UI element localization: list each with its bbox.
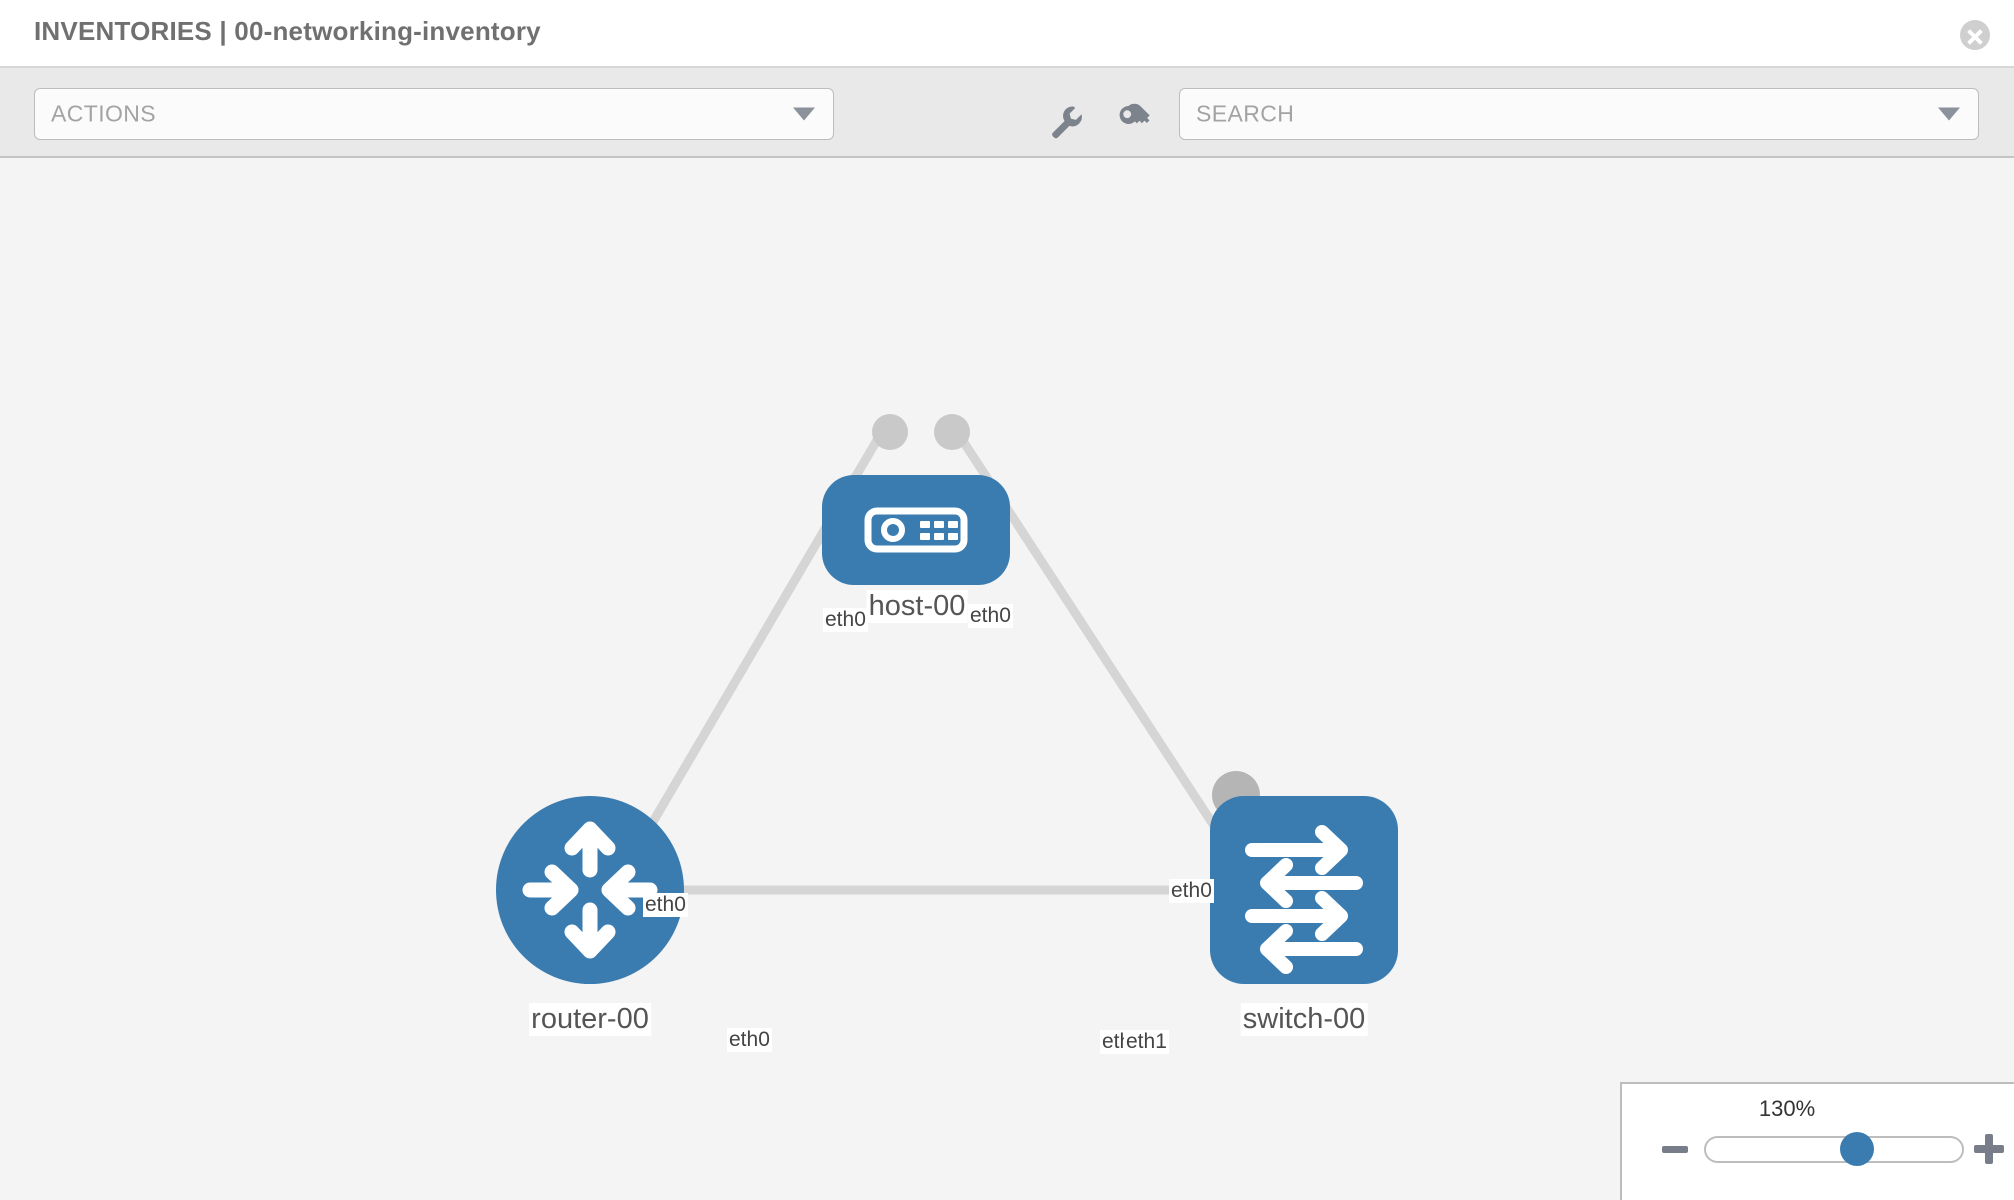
topology-graph [496, 414, 1398, 984]
plus-icon-vertical [1985, 1134, 1993, 1164]
node-label-switch-00: switch-00 [1240, 1003, 1368, 1036]
interface-label-router00-eth0: eth0 [727, 1028, 772, 1052]
topology-canvas[interactable]: host-00 router-00 switch-00 eth0 eth0 et… [0, 158, 2014, 1200]
search-input[interactable]: SEARCH [1179, 88, 1979, 140]
interface-label-host00-left: eth0 [823, 608, 868, 632]
zoom-in-button[interactable] [1974, 1134, 2004, 1164]
port-host00-right[interactable] [934, 414, 970, 450]
node-router-00[interactable] [496, 796, 684, 984]
zoom-control-panel: 130% [1620, 1082, 2014, 1200]
zoom-slider[interactable] [1704, 1136, 1964, 1163]
page-header: INVENTORIES | 00-networking-inventory [0, 0, 2014, 68]
port-host00-left[interactable] [872, 414, 908, 450]
key-icon[interactable] [1114, 100, 1154, 140]
actions-dropdown[interactable]: ACTIONS [34, 88, 834, 140]
page-title: INVENTORIES | 00-networking-inventory [34, 16, 541, 46]
interface-label-router00-uplink: eth0 [643, 893, 688, 917]
chevron-down-icon [1938, 107, 1960, 121]
interface-label-switch00-eth1: eth1 [1124, 1030, 1169, 1054]
actions-dropdown-label: ACTIONS [51, 100, 157, 127]
interface-label-host00-right: eth0 [968, 604, 1013, 628]
node-label-host-00: host-00 [866, 590, 968, 623]
node-switch-00[interactable] [1210, 796, 1398, 984]
zoom-level-label: 130% [1758, 1096, 1816, 1121]
zoom-out-button[interactable] [1662, 1146, 1688, 1153]
interface-label-switch00-uplink: eth0 [1169, 879, 1214, 903]
chevron-down-icon [793, 107, 815, 121]
toolbar: ACTIONS SEARCH [0, 68, 2014, 158]
close-icon[interactable] [1960, 20, 1990, 50]
node-host-00[interactable] [822, 475, 1010, 585]
node-label-router-00: router-00 [529, 1003, 651, 1036]
search-placeholder: SEARCH [1196, 100, 1295, 127]
zoom-slider-handle[interactable] [1840, 1132, 1874, 1166]
wrench-icon[interactable] [1046, 100, 1086, 140]
